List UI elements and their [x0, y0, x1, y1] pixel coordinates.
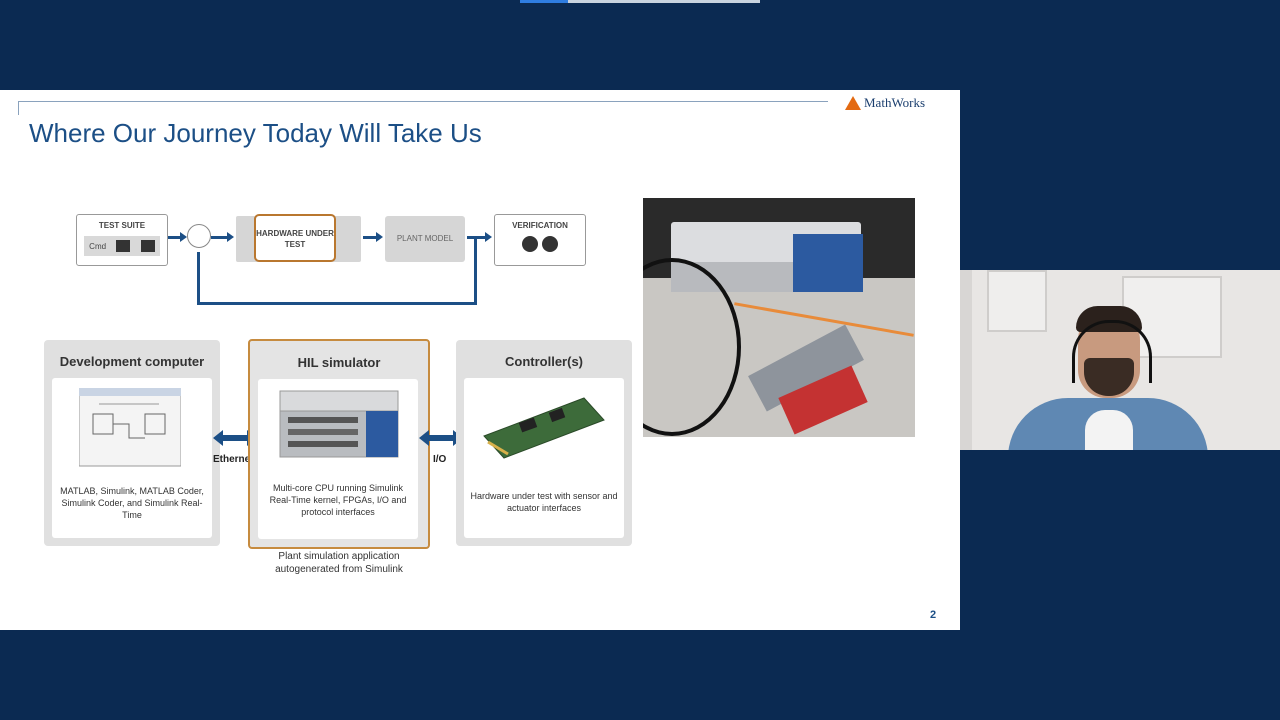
- header-rule: [18, 101, 828, 102]
- webcam-wall-frame-left: [987, 270, 1047, 332]
- verification-label: VERIFICATION: [512, 221, 568, 230]
- hil-simulator-panel: HIL simulator Multi-core CPU running Sim…: [248, 339, 430, 549]
- controllers-caption: Hardware under test with sensor and actu…: [470, 491, 618, 513]
- mathworks-logo: MathWorks: [845, 95, 925, 111]
- hardware-photo: [643, 198, 915, 437]
- page-number: 2: [930, 609, 937, 621]
- step-icon: [140, 240, 155, 252]
- feedback-line-up: [197, 252, 200, 305]
- controllers-inner: Hardware under test with sensor and actu…: [464, 378, 624, 538]
- dev-computer-title: Development computer: [59, 354, 205, 369]
- dev-computer-inner: MATLAB, Simulink, MATLAB Coder, Simulink…: [52, 378, 212, 538]
- headset-icon: [1072, 320, 1152, 383]
- presenter-webcam: [960, 270, 1280, 450]
- top-tab-active: [520, 0, 568, 3]
- test-suite-inner: Cmd: [84, 236, 160, 256]
- hardware-under-test-box: HARDWARE UNDER TEST: [254, 214, 336, 262]
- presentation-slide: MathWorks Where Our Journey Today Will T…: [0, 90, 960, 630]
- controllers-panel: Controller(s) Hardware under test with s…: [456, 340, 632, 546]
- arrow-plant-verif: [467, 232, 492, 242]
- arrow-sum-hut: [211, 232, 234, 242]
- slide-title: Where Our Journey Today Will Take Us: [29, 118, 482, 148]
- check-icon: [522, 236, 538, 252]
- webcam-doorway: [960, 270, 972, 450]
- top-tab-indicator: [520, 0, 760, 3]
- io-arrow: [419, 430, 463, 446]
- plant-model-box: PLANT MODEL: [385, 216, 465, 262]
- header-rule-tick: [18, 101, 19, 115]
- ethernet-label: Ethernet: [213, 454, 254, 465]
- cross-icon: [542, 236, 558, 252]
- plant-simulation-caption: Plant simulation application autogenerat…: [275, 551, 403, 575]
- io-label: I/O: [433, 454, 447, 465]
- test-suite-label: TEST SUITE: [98, 221, 146, 230]
- photo-blue-panel: [793, 234, 863, 292]
- circuit-board-icon: [483, 397, 605, 459]
- arrow-hut-plant: [363, 232, 383, 242]
- hil-simulator-inner: Multi-core CPU running Simulink Real-Tim…: [258, 379, 418, 539]
- signal-icon: [116, 240, 131, 252]
- dev-computer-panel: Development computer MATLAB, Simulink, M…: [44, 340, 220, 546]
- presenter-shirt: [1085, 410, 1133, 450]
- arrow-testsuite-sum: [168, 232, 187, 242]
- ethernet-arrow: [213, 430, 257, 446]
- test-suite-box: TEST SUITE Cmd: [76, 214, 168, 266]
- controllers-title: Controller(s): [505, 354, 583, 369]
- membrane-logo-icon: [845, 96, 861, 110]
- hil-simulator-title: HIL simulator: [297, 355, 381, 370]
- cmd-label: Cmd: [89, 241, 107, 251]
- verification-box: VERIFICATION: [494, 214, 586, 266]
- feedback-line-bottom: [197, 302, 477, 305]
- dev-computer-caption: MATLAB, Simulink, MATLAB Coder, Simulink…: [60, 486, 204, 520]
- simulink-window-icon: [79, 388, 181, 467]
- logo-text: MathWorks: [864, 95, 926, 110]
- speedgoat-target-icon: [279, 390, 399, 458]
- sum-junction: [187, 224, 211, 248]
- feedback-line-down: [474, 238, 477, 303]
- hil-simulator-caption: Multi-core CPU running Simulink Real-Tim…: [269, 483, 407, 517]
